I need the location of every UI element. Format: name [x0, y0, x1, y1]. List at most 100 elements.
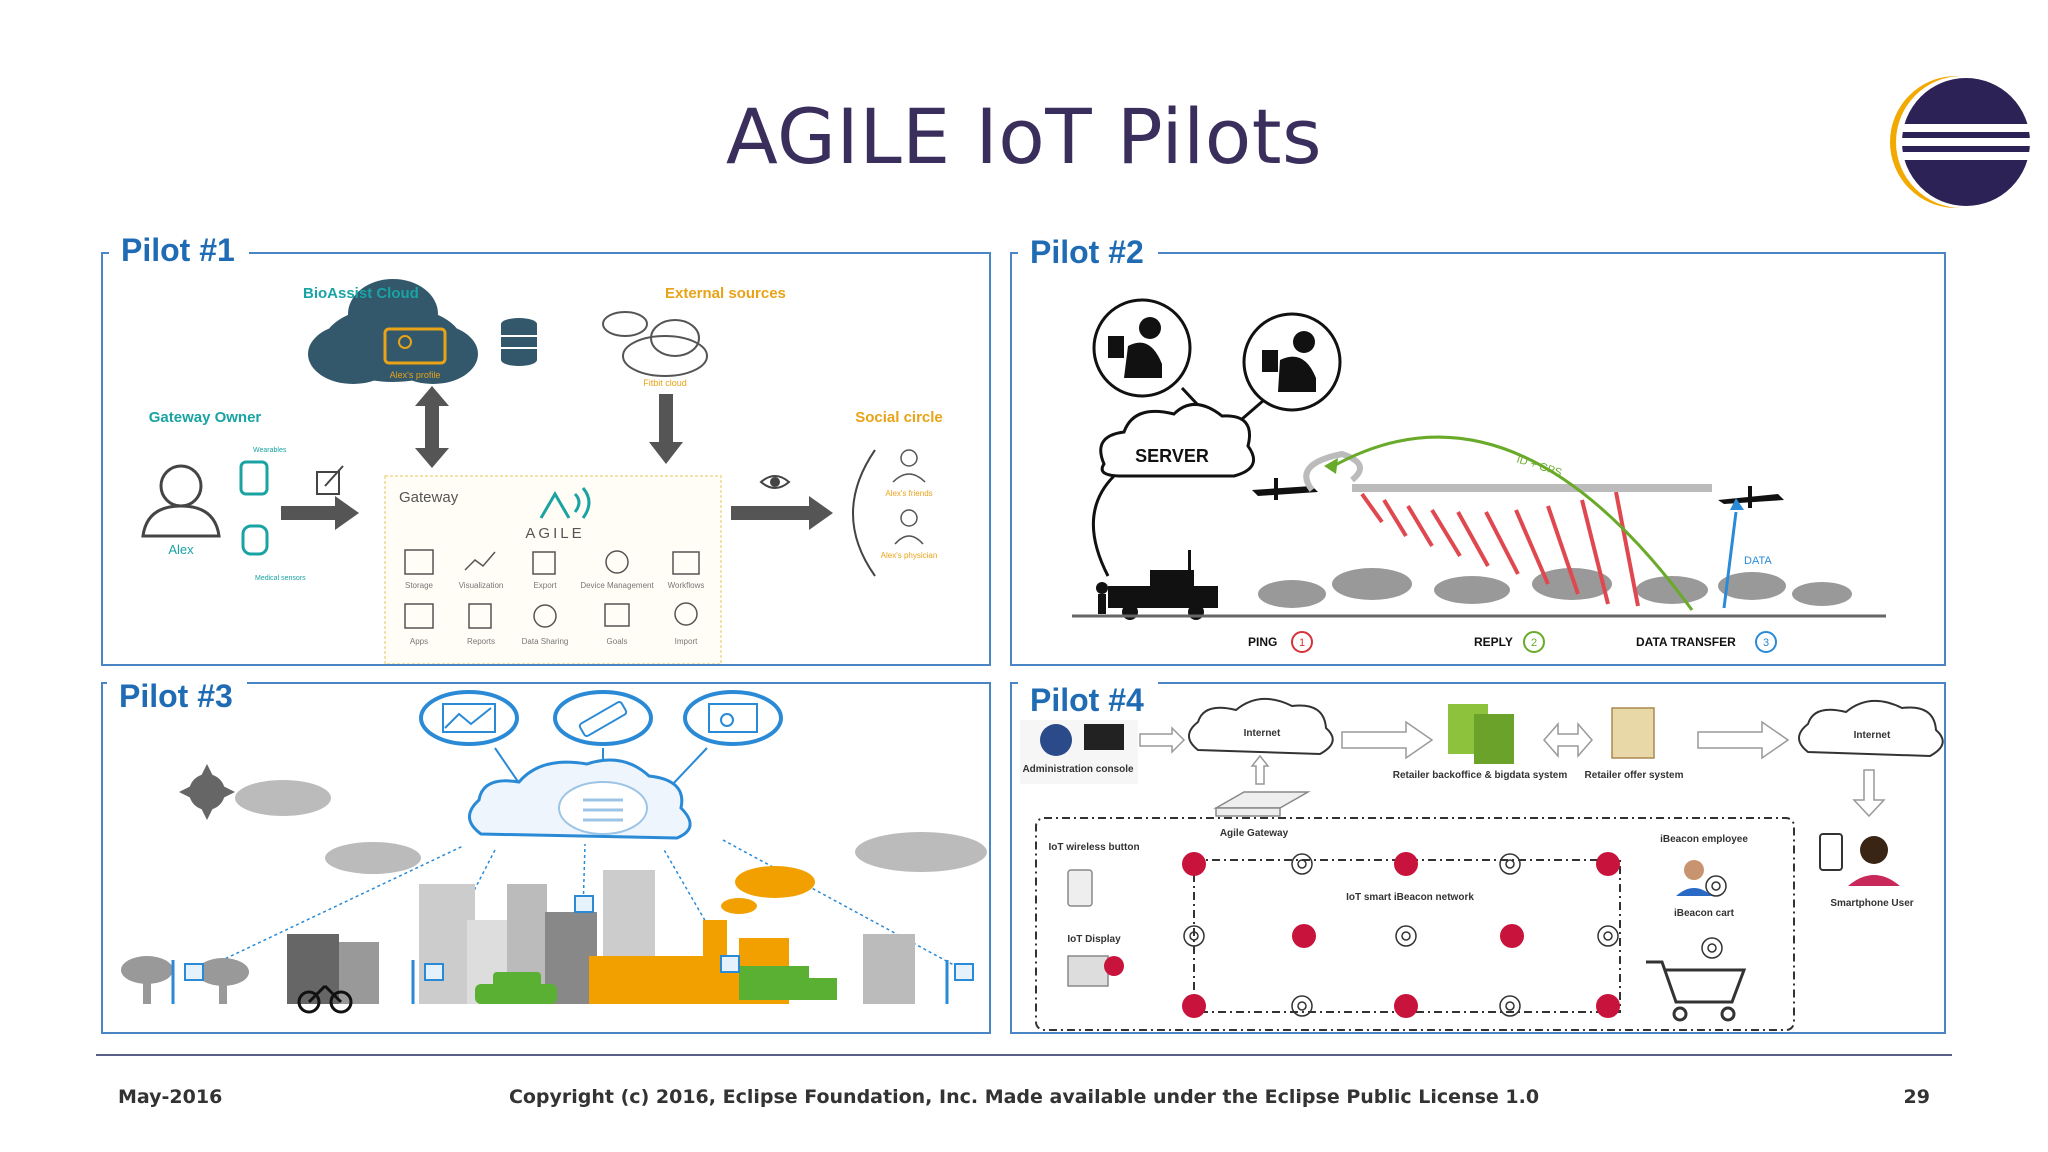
chart-icon [464, 551, 496, 571]
pilot3-label: Pilot #3 [107, 676, 247, 716]
employee-icon [1676, 860, 1712, 896]
iot-button-label: IoT wireless button [1048, 842, 1139, 853]
module-reports: Reports [467, 603, 495, 646]
car-icon [475, 972, 557, 1004]
report-icon [468, 603, 492, 629]
bioassist-cloud-icon [308, 279, 478, 384]
wearable-watch-icon [239, 460, 269, 496]
module-goals: Goals [604, 603, 630, 646]
drone-icon [1718, 486, 1784, 508]
agile-gateway-label: Agile Gateway [1220, 828, 1289, 839]
eye-icon [759, 475, 791, 489]
step-badge [1291, 631, 1313, 653]
bioassist-cloud-label: BioAssist Cloud [303, 285, 419, 302]
operator-icon [1242, 312, 1342, 412]
device-badge-icon [553, 690, 653, 746]
module-data-sharing: Data Sharing [522, 604, 568, 646]
drone-icon [1252, 478, 1318, 500]
fitbit-cloud-label: Fitbit cloud [643, 378, 687, 388]
factory-icon [589, 866, 815, 1004]
agile-logo-icon [539, 487, 591, 519]
module-storage: Storage [404, 549, 434, 590]
internet-cloud-icon [1798, 700, 1944, 758]
person-icon [141, 464, 221, 538]
raspberry-pi-icon [1104, 852, 1620, 1018]
alex-profile-label: Alex's profile [390, 370, 441, 380]
sensor-icon [184, 895, 974, 981]
goal-icon [604, 603, 630, 627]
physician-icon [894, 509, 924, 545]
gateway-box [384, 475, 722, 664]
arrow-head [1324, 458, 1338, 474]
data-label: DATA [1744, 555, 1772, 567]
dashboard-badge-icon [683, 690, 783, 746]
module-workflows: Workflows [668, 551, 705, 590]
step-badge [1523, 631, 1545, 653]
eclipse-logo-icon [1890, 76, 2036, 208]
down-arrow-icon [649, 394, 683, 464]
retailer-offer-label: Retailer offer system [1585, 770, 1684, 781]
footer-date: May-2016 [118, 1086, 223, 1108]
svg-text:Apps: Apps [410, 637, 428, 646]
friends-icon [892, 449, 926, 483]
medical-sensors-label: Medical sensors [255, 575, 306, 582]
social-circle-label: Social circle [855, 409, 943, 426]
data-arrow [1722, 511, 1738, 609]
gateway-label: Gateway [399, 489, 459, 506]
share-icon [533, 604, 557, 628]
slide-title: AGILE IoT Pilots [725, 92, 1323, 181]
bidirectional-arrow-icon [415, 386, 449, 468]
step-badge [1755, 631, 1777, 653]
svg-text:Storage: Storage [405, 581, 434, 590]
reply-label: REPLY [1474, 635, 1513, 649]
arrow-head [1730, 498, 1744, 510]
svg-text:Device Management: Device Management [580, 581, 654, 590]
svg-text:Workflows: Workflows [668, 581, 705, 590]
apps-icon [404, 603, 434, 629]
sensor-pole [171, 960, 949, 1004]
svg-text:Visualization: Visualization [459, 581, 504, 590]
internet-cloud-icon [1188, 698, 1334, 756]
wearables-label: Wearables [253, 447, 287, 454]
medical-sensor-icon [241, 524, 269, 556]
store-boundary [1035, 817, 1795, 1031]
smartphone-user-label: Smartphone User [1830, 898, 1913, 909]
alex-physician-label: Alex's physician [881, 551, 938, 560]
ping-number: 1 [1299, 637, 1305, 649]
database-icon [501, 318, 537, 366]
pilot4-label: Pilot #4 [1018, 680, 1158, 720]
radio-waves-icon [1360, 491, 1640, 607]
internet-right-label: Internet [1854, 730, 1891, 741]
database-icon [404, 549, 434, 575]
internet-left-label: Internet [1244, 728, 1281, 739]
ibeacon-employee-label: iBeacon employee [1660, 834, 1748, 845]
gear-icon [605, 550, 629, 574]
beacon-icon [1183, 853, 1727, 1017]
footer-copyright: Copyright (c) 2016, Eclipse Foundation, … [508, 1086, 1540, 1108]
retailer-backoffice-label: Retailer backoffice & bigdata system [1393, 770, 1568, 781]
alex-label: Alex [168, 542, 194, 557]
pilot2-panel: SERVER [1010, 232, 1946, 666]
data-transfer-label: DATA TRANSFER [1636, 635, 1736, 649]
ibeacon-network-label: IoT smart iBeacon network [1346, 892, 1474, 903]
pilot1-label: Pilot #1 [109, 230, 249, 270]
pilot4-diagram: Administration console Internet Retailer… [1020, 698, 1944, 1031]
alex-friends-label: Alex's friends [885, 489, 932, 498]
sun-icon [179, 764, 235, 820]
bracket [852, 449, 876, 577]
pilot1-diagram: Alex's profile BioAssist Cloud External … [141, 279, 943, 664]
reply-number: 2 [1531, 637, 1537, 649]
smartphone-user-icon [1819, 833, 1900, 886]
display-device-icon [1067, 955, 1109, 987]
ibeacon-cart-label: iBeacon cart [1674, 908, 1735, 919]
bicycle-icon [297, 984, 353, 1014]
external-sources-label: External sources [665, 285, 786, 302]
svg-text:Goals: Goals [607, 637, 628, 646]
button-device-icon [1067, 869, 1093, 907]
export-icon [532, 551, 556, 575]
data-transfer-number: 3 [1763, 637, 1769, 649]
truck-icon [1096, 550, 1218, 620]
ping-label: PING [1248, 635, 1277, 649]
offer-server-icon [1611, 707, 1655, 759]
gateway-device-icon [1213, 791, 1311, 817]
